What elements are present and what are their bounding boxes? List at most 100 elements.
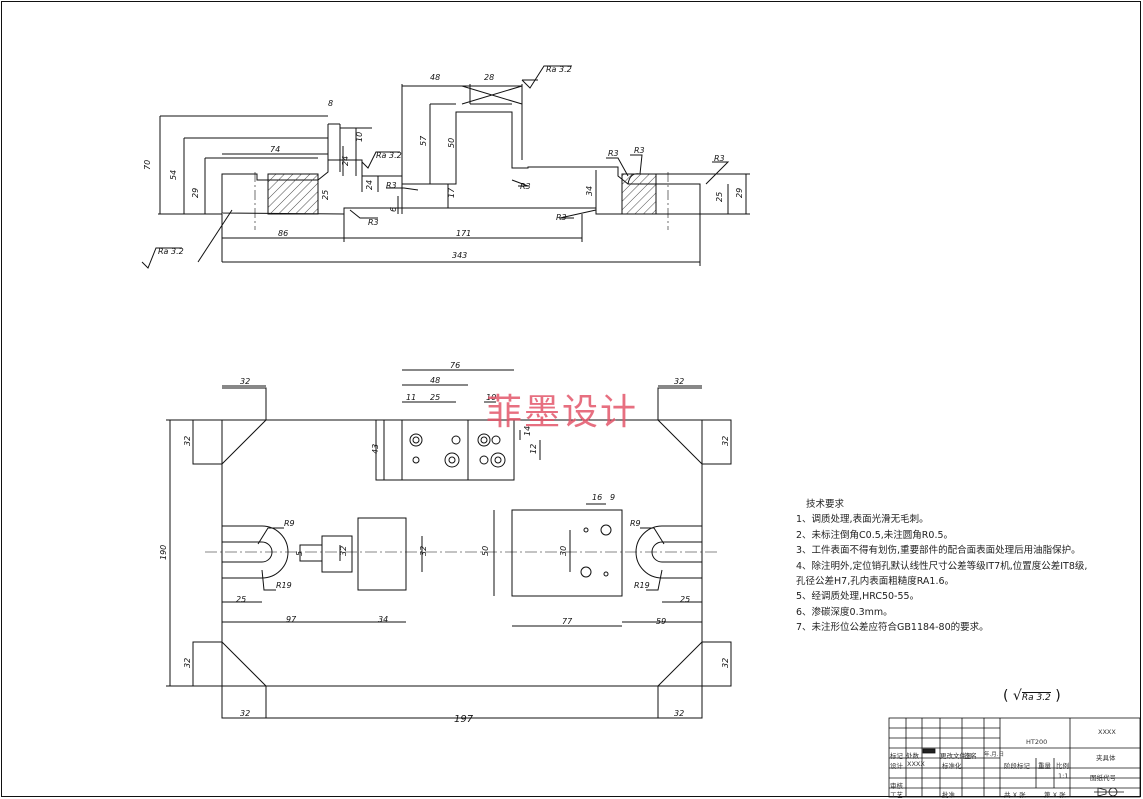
tb-scale: 1:1 [1058, 772, 1069, 780]
radius-label: R3 [608, 149, 619, 158]
tb-label: 阶段标记 [1004, 762, 1030, 770]
tb-label: 重量 [1038, 762, 1051, 770]
dim-label: 54 [169, 170, 178, 180]
tb-label: 年.月.日 [984, 752, 1004, 758]
tb-label: XXXX [907, 760, 925, 768]
dim-label: 25 [430, 393, 440, 402]
dim-label: 30 [559, 546, 568, 556]
dim-label: 86 [278, 229, 288, 238]
requirement-item: 5、经调质处理,HRC50-55。 [796, 591, 920, 603]
radius-label: R3 [634, 146, 645, 155]
dim-label: 24 [365, 180, 374, 190]
dim-label: 57 [419, 135, 428, 146]
dim-label: 32 [674, 377, 684, 386]
dim-label: 25 [680, 595, 690, 604]
roughness-label: Ra 3.2 [376, 151, 402, 160]
dim-label: 25 [236, 595, 246, 604]
tb-label: 标准化 [942, 762, 962, 770]
dim-label: 32 [240, 377, 250, 386]
section-dimension-labels: 70 54 29 74 8 10 24 24 25 48 28 57 50 17… [143, 65, 744, 260]
dim-label: 32 [419, 546, 428, 556]
dim-label: 10 [355, 132, 364, 142]
radius-label: R9 [284, 519, 295, 528]
dim-label: 34 [378, 615, 388, 624]
dim-label: 32 [240, 709, 250, 718]
tb-label: 批准 [942, 791, 955, 799]
dim-label: 77 [562, 617, 573, 626]
dim-label: 29 [735, 188, 744, 198]
tb-part-name: XXXX [1098, 728, 1116, 736]
dim-label: 9 [610, 493, 615, 502]
radius-label: R3 [556, 213, 567, 222]
dim-label: 17 [447, 187, 456, 198]
dim-label: 43 [371, 444, 380, 454]
dim-label: 16 [592, 493, 602, 502]
tb-label: 签名 [964, 752, 977, 760]
radius-label: R9 [630, 519, 641, 528]
dim-label: 34 [585, 186, 594, 196]
tb-label: 共 X 张 [1004, 791, 1026, 799]
tb-label: 处数 [906, 752, 919, 760]
dim-label: 11 [406, 393, 416, 402]
requirement-item: 2、未标注倒角C0.5,未注圆角R0.5。 [796, 529, 954, 541]
roughness-label: Ra 3.2 [546, 65, 572, 74]
dim-label: 24 [341, 156, 350, 166]
dim-label: 6 [389, 207, 398, 212]
general-roughness: ( √Ra 3.2 ) [1003, 688, 1061, 704]
general-roughness-value: Ra 3.2 [1021, 692, 1051, 703]
dim-label: 48 [430, 73, 440, 82]
requirement-item: 孔径公差H7,孔内表面粗糙度RA1.6。 [796, 576, 955, 588]
requirement-item: 1、调质处理,表面光滑无毛刺。 [796, 514, 929, 526]
dim-label: 8 [328, 99, 333, 108]
dim-label: 74 [270, 145, 280, 154]
plan-view [166, 369, 732, 719]
title-block [888, 717, 1141, 798]
radius-label: R19 [634, 581, 650, 590]
dim-label: 59 [656, 617, 666, 626]
dim-label: 70 [143, 160, 152, 170]
tb-label: 第 X 张 [1044, 791, 1066, 799]
tb-material: HT200 [1026, 738, 1048, 746]
dim-label: 12 [529, 444, 538, 454]
tb-drawing-title: 夹具体 [1096, 754, 1116, 762]
technical-requirements: 技术要求 1、调质处理,表面光滑无毛刺。 2、未标注倒角C0.5,未注圆角R0.… [796, 497, 1087, 636]
dim-label: 25 [321, 190, 330, 200]
dim-label: 32 [674, 709, 684, 718]
radius-label: R3 [520, 182, 531, 191]
dim-label: 10 [486, 393, 496, 402]
tb-label: 标记 [890, 752, 903, 760]
radius-label: R3 [714, 154, 725, 163]
dim-label: 29 [191, 188, 200, 198]
tb-label: 审核 [890, 782, 903, 790]
dim-label: 25 [715, 192, 724, 202]
requirement-item: 6、渗碳深度0.3mm。 [796, 606, 893, 618]
dim-label: 190 [159, 545, 168, 560]
radius-label: R19 [276, 581, 292, 590]
requirement-item: 7、未注形位公差应符合GB1184-80的要求。 [796, 622, 989, 634]
requirements-title: 技术要求 [806, 499, 845, 510]
dim-label: 5 [295, 551, 304, 556]
dim-label: 14 [523, 426, 532, 436]
tb-drawing-no: 图纸代号 [1090, 774, 1116, 782]
tb-label: 比例 [1056, 762, 1069, 770]
dim-label: 343 [452, 251, 467, 260]
dim-label: 32 [339, 546, 348, 556]
dim-label: 50 [481, 546, 490, 556]
dim-label: 197 [454, 714, 474, 725]
dim-label: 97 [286, 615, 297, 624]
dim-label: 32 [183, 436, 192, 446]
requirement-item: 4、除注明外,定位销孔默认线性尺寸公差等级IT7机,位置度公差IT8级, [796, 560, 1088, 572]
tb-label: 设计 [890, 762, 903, 770]
watermark: 菲墨设计 [486, 392, 639, 433]
dim-label: 32 [721, 436, 730, 446]
section-view [141, 65, 750, 269]
roughness-label: Ra 3.2 [158, 247, 184, 256]
requirement-item: 3、工件表面不得有划伤,重要部件的配合面表面处理后用油脂保护。 [796, 545, 1081, 557]
plan-dimension-labels: 32 32 32 32 32 32 32 32 32 32 76 48 25 1… [159, 361, 730, 725]
dim-label: 32 [721, 658, 730, 668]
dim-label: 48 [430, 376, 440, 385]
dim-label: 76 [450, 361, 460, 370]
dim-label: 171 [456, 229, 471, 238]
